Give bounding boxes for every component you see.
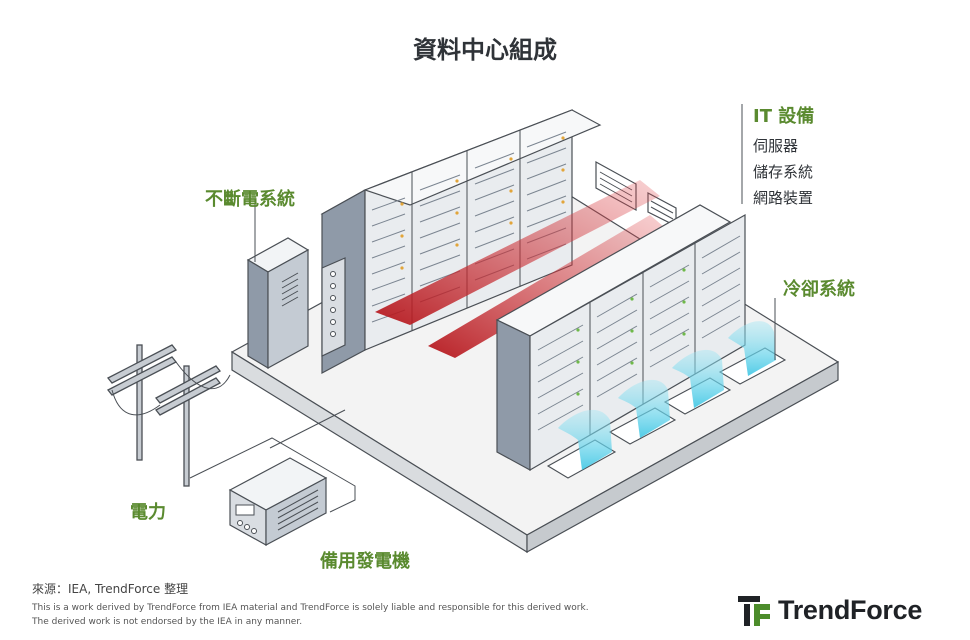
disclaimer-line-1: This is a work derived by TrendForce fro…	[32, 603, 589, 613]
it-item-server: 伺服器	[753, 137, 799, 155]
it-item-network: 網路裝置	[753, 189, 814, 207]
logo-text: TrendForce	[778, 594, 923, 625]
backup-generator	[228, 457, 328, 547]
trendforce-logo: TrendForce	[738, 592, 922, 628]
utility-pole	[106, 344, 221, 487]
cool-air-flow	[558, 321, 776, 470]
it-equipment-heading: IT 設備	[753, 106, 815, 127]
patch-panel	[321, 257, 346, 357]
it-item-storage: 儲存系統	[753, 163, 814, 181]
power-cable	[111, 361, 356, 513]
source-note: 來源：IEA, TrendForce 整理	[32, 582, 189, 596]
trendforce-logo-icon	[738, 596, 770, 626]
hot-air-flow	[375, 180, 670, 358]
cooling-label: 冷卻系統	[783, 279, 855, 300]
diagram-title: 資料中心組成	[413, 36, 557, 64]
server-rack-row-front	[495, 204, 746, 472]
disclaimer-line-2: The derived work is not endorsed by the …	[32, 617, 303, 627]
power-label: 電力	[130, 502, 166, 523]
generator-label: 備用發電機	[320, 551, 410, 572]
ups-cabinet	[246, 200, 310, 370]
ups-label: 不斷電系統	[205, 189, 295, 210]
callout-line	[741, 104, 776, 360]
